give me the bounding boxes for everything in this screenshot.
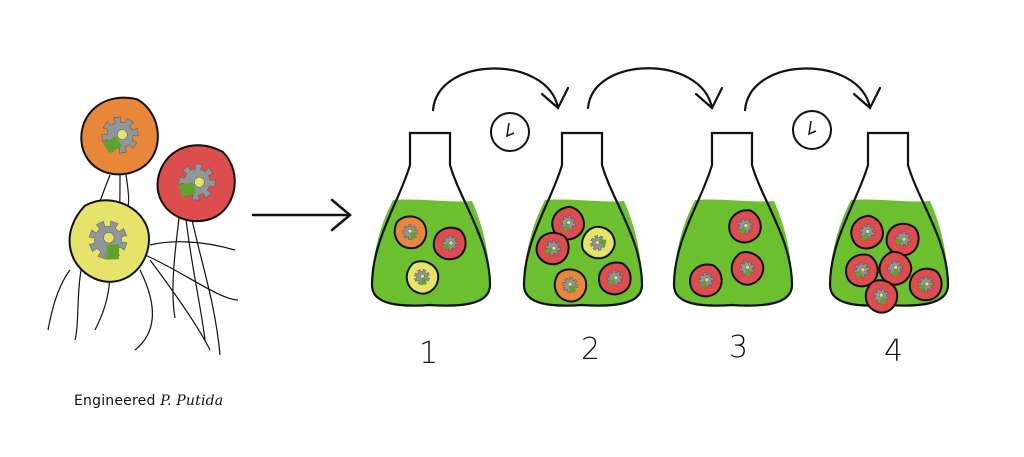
caption: Engineered P. Putida [74,393,223,409]
flask-outline [370,131,492,307]
flask-outline [672,131,794,307]
receptor-icon [105,244,120,260]
right-arrow-icon [251,198,352,232]
caption-species: P. Putida [160,393,224,409]
receptor-icon [880,297,886,304]
cell-red [730,251,765,286]
flask-label-2: 2 [581,332,601,367]
receptor-icon [918,284,926,291]
clock-icon [792,110,832,150]
receptor-icon [744,269,752,277]
cell-red [535,231,570,266]
receptor-icon [569,285,576,293]
receptor-icon [599,238,607,246]
receptor-icon [895,238,903,245]
flask-4 [828,131,950,314]
cell-red [689,263,723,298]
bacterium-orange [80,96,159,176]
bacterium-yellow [68,199,151,283]
cell-red [728,209,762,244]
receptor-icon [178,181,196,197]
receptor-icon [421,278,427,285]
cell-red [845,253,879,288]
cell-yellow [405,260,440,295]
receptor-icon [738,226,747,235]
receptor-icon [854,270,863,278]
flask-1 [370,131,492,307]
flask-3 [672,131,794,307]
transfer-arrow-2 [586,67,724,110]
cell-orange [393,215,428,250]
cell-red [850,214,884,250]
transfer-arrow-3 [743,67,882,112]
bacterium-red [156,144,236,223]
receptor-icon [607,278,616,286]
cell-red [878,250,913,286]
cell-red [598,261,632,296]
flask-outline [522,131,644,307]
flask-label-3: 3 [729,330,749,365]
cell-yellow [581,225,616,260]
receptor-icon [861,232,870,241]
flask-2 [522,131,644,307]
flask-label-4: 4 [884,334,904,369]
receptor-icon [562,223,571,232]
receptor-icon [545,247,553,254]
caption-prefix: Engineered [74,393,156,409]
receptor-icon [410,232,417,240]
clock-icon [490,112,530,152]
flask-label-1: 1 [419,336,439,371]
cell-red [885,222,920,257]
receptor-icon [891,269,899,277]
receptor-icon [102,135,122,154]
cell-red [908,267,943,302]
cell-red [432,226,467,261]
receptor-icon [442,243,450,250]
cell-red [864,279,899,314]
transfer-arrow-1 [431,67,570,112]
receptor-icon [698,280,707,288]
cell-orange [553,268,588,303]
